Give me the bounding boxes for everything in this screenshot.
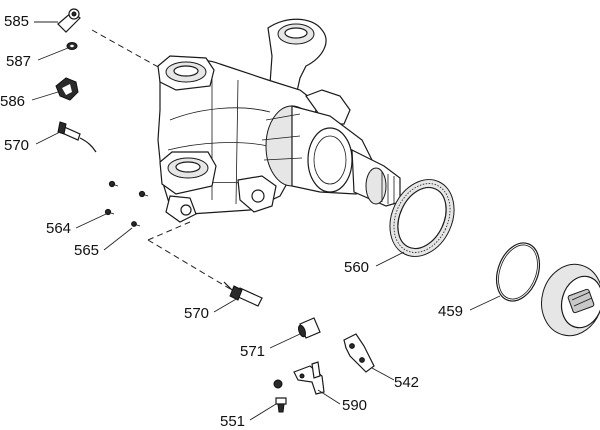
leader-590 — [317, 389, 341, 405]
part-586-clip — [55, 77, 79, 101]
leader-564 — [75, 213, 107, 229]
leader-459 — [469, 295, 501, 311]
part-label-560[interactable]: 560 — [344, 259, 370, 276]
part-542-bracket — [343, 333, 375, 373]
leader-571 — [269, 333, 301, 349]
assembly-line-lower-b — [147, 239, 233, 291]
leader-542 — [371, 367, 395, 381]
part-590-clamp — [293, 361, 325, 395]
part-587-washer — [66, 42, 78, 50]
part-570-sensor-upper — [57, 121, 97, 153]
part-label-551[interactable]: 551 — [220, 413, 246, 430]
part-label-570-lower[interactable]: 570 — [184, 305, 210, 322]
part-551-plug — [273, 379, 287, 413]
leader-587 — [37, 47, 69, 61]
leader-560 — [375, 251, 405, 267]
hub-cap — [541, 263, 600, 337]
part-label-590[interactable]: 590 — [342, 397, 368, 414]
leader-570b — [213, 297, 239, 313]
part-label-459[interactable]: 459 — [438, 303, 464, 320]
leader-570a — [35, 131, 61, 145]
part-570-sensor-lower — [223, 281, 263, 307]
spindle — [261, 105, 401, 207]
o-ring — [495, 242, 541, 302]
part-label-585[interactable]: 585 — [4, 13, 30, 30]
part-564-screws — [104, 180, 149, 216]
part-label-587[interactable]: 587 — [6, 53, 32, 70]
assembly-line-lower-a — [147, 221, 191, 241]
leader-586 — [31, 91, 59, 101]
part-565-screw — [131, 221, 141, 227]
part-label-571[interactable]: 571 — [240, 343, 266, 360]
part-label-565[interactable]: 565 — [74, 242, 100, 259]
part-label-586[interactable]: 586 — [0, 93, 26, 110]
part-label-564[interactable]: 564 — [46, 220, 72, 237]
part-label-570-upper[interactable]: 570 — [4, 137, 30, 154]
part-585-bolt — [57, 8, 81, 33]
part-label-542[interactable]: 542 — [394, 374, 420, 391]
leader-565 — [103, 227, 133, 251]
tone-ring — [389, 179, 455, 257]
part-571-sleeve — [298, 317, 321, 339]
assembly-line-upper — [91, 29, 161, 69]
leader-551 — [249, 403, 277, 421]
